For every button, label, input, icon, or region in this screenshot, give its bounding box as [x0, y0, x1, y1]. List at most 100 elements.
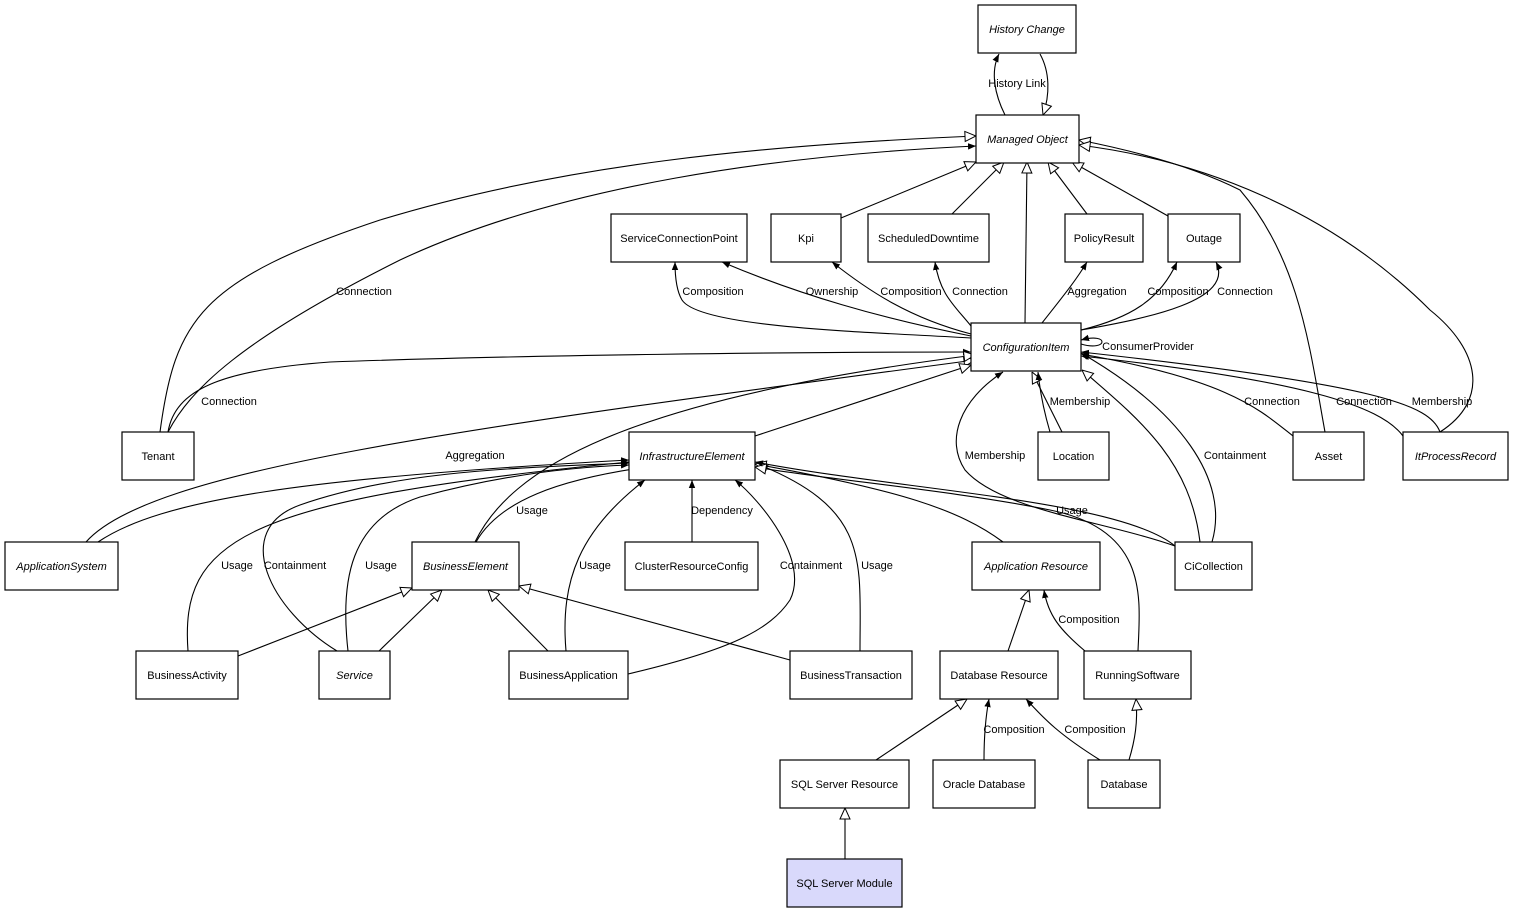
class-box[interactable] [779, 759, 910, 809]
class-node-business-application[interactable]: BusinessApplication [508, 650, 629, 700]
edge-label-membership: Membership [965, 450, 1026, 462]
class-box[interactable] [318, 650, 391, 700]
class-node-scheduled-downtime[interactable]: ScheduledDowntime [867, 213, 990, 263]
edge-label-ownership: Ownership [806, 286, 859, 298]
edge-label-usage: Usage [365, 560, 397, 572]
class-box[interactable] [1087, 759, 1161, 809]
class-node-running-software[interactable]: RunningSoftware [1083, 650, 1192, 700]
association-edge-it-process-record-to-configuration-item [1080, 353, 1404, 437]
class-node-configuration-item[interactable]: ConfigurationItem [970, 322, 1082, 372]
inheritance-edge-policy-result-to-managed-object [1048, 162, 1088, 215]
class-node-database[interactable]: Database [1087, 759, 1161, 809]
edge-label-history link: History Link [988, 78, 1046, 90]
association-edge-configuration-item-to-scheduled-downtime [933, 261, 972, 327]
class-box[interactable] [867, 213, 990, 263]
association-edge-tenant-to-configuration-item [167, 348, 972, 433]
class-box[interactable] [1037, 431, 1110, 481]
inheritance-edge-business-application-to-business-element [488, 590, 549, 652]
association-edge-business-transaction-to-infrastructure-element [759, 464, 861, 652]
inheritance-edge-database-to-running-software [1128, 699, 1137, 761]
class-node-business-transaction[interactable]: BusinessTransaction [789, 650, 913, 700]
class-node-infrastructure-element[interactable]: InfrastructureElement [628, 431, 756, 481]
class-name: History Change [989, 24, 1065, 36]
inheritance-edge-history-change-to-managed-object [1039, 53, 1048, 115]
class-name: Location [1053, 451, 1095, 463]
association-edge-asset-to-configuration-item [1080, 352, 1294, 437]
class-node-service-connection-point[interactable]: ServiceConnectionPoint [610, 213, 748, 263]
class-box[interactable] [411, 541, 520, 591]
class-node-kpi[interactable]: Kpi [770, 213, 842, 263]
class-node-location[interactable]: Location [1037, 431, 1110, 481]
class-box[interactable] [135, 650, 239, 700]
association-edge-configuration-item-to-policy-result [1041, 261, 1088, 324]
edge-label-usage: Usage [1056, 505, 1088, 517]
class-node-oracle-database[interactable]: Oracle Database [932, 759, 1036, 809]
association-edge-business-element-to-infrastructure-element [475, 466, 641, 543]
inheritance-edge-outage-to-managed-object [1072, 162, 1169, 217]
class-box[interactable] [939, 650, 1059, 700]
class-node-tenant[interactable]: Tenant [121, 431, 195, 481]
class-box[interactable] [971, 541, 1101, 591]
edge-label-containment: Containment [264, 560, 326, 572]
class-node-business-activity[interactable]: BusinessActivity [135, 650, 239, 700]
class-name: CiCollection [1184, 561, 1243, 573]
class-name: PolicyResult [1074, 233, 1135, 245]
edge-label-connection: Connection [336, 286, 392, 298]
class-box[interactable] [786, 858, 903, 908]
class-node-cluster-resource-config[interactable]: ClusterResourceConfig [624, 541, 759, 591]
inheritance-edge-business-transaction-to-business-element [519, 586, 791, 661]
class-name: BusinessElement [423, 561, 509, 573]
class-box[interactable] [121, 431, 195, 481]
class-box[interactable] [610, 213, 748, 263]
edge-label-composition: Composition [983, 724, 1044, 736]
class-box[interactable] [932, 759, 1036, 809]
class-node-ci-collection[interactable]: CiCollection [1174, 541, 1253, 591]
class-node-policy-result[interactable]: PolicyResult [1064, 213, 1144, 263]
class-node-service[interactable]: Service [318, 650, 391, 700]
class-node-application-resource[interactable]: Application Resource [971, 541, 1101, 591]
class-box[interactable] [1174, 541, 1253, 591]
class-node-application-system[interactable]: ApplicationSystem [4, 541, 119, 591]
class-name: Database Resource [950, 670, 1047, 682]
class-box[interactable] [624, 541, 759, 591]
edge-label-membership: Membership [1412, 396, 1473, 408]
class-node-managed-object[interactable]: Managed Object [975, 114, 1080, 164]
class-node-database-resource[interactable]: Database Resource [939, 650, 1059, 700]
association-edge-configuration-item-to-outage [1080, 261, 1178, 331]
association-edge-ci-collection-to-infrastructure-element [754, 460, 1176, 547]
class-node-outage[interactable]: Outage [1167, 213, 1241, 263]
class-box[interactable] [977, 4, 1077, 54]
class-box[interactable] [508, 650, 629, 700]
inheritance-edge-application-system-to-configuration-item [85, 360, 975, 543]
class-box[interactable] [770, 213, 842, 263]
class-box[interactable] [1167, 213, 1241, 263]
class-box[interactable] [975, 114, 1080, 164]
association-edge-business-activity-to-infrastructure-element [186, 459, 630, 652]
class-node-sql-server-resource[interactable]: SQL Server Resource [779, 759, 910, 809]
edge-label-aggregation: Aggregation [445, 450, 504, 462]
edge-label-connection: Connection [1217, 286, 1273, 298]
inheritance-edge-it-process-record-to-managed-object [1079, 145, 1474, 433]
class-box[interactable] [789, 650, 913, 700]
class-node-it-process-record[interactable]: ItProcessRecord [1402, 431, 1509, 481]
class-box[interactable] [1402, 431, 1509, 481]
class-box[interactable] [628, 431, 756, 481]
class-name: ClusterResourceConfig [635, 561, 749, 573]
class-box[interactable] [970, 322, 1082, 372]
class-node-asset[interactable]: Asset [1292, 431, 1365, 481]
inheritance-edge-infrastructure-element-to-configuration-item [754, 365, 971, 437]
class-node-business-element[interactable]: BusinessElement [411, 541, 520, 591]
class-name: ServiceConnectionPoint [620, 233, 737, 245]
class-node-sql-server-module[interactable]: SQL Server Module [786, 858, 903, 908]
edge-label-connection: Connection [1336, 396, 1392, 408]
association-edge-database-to-database-resource [1025, 698, 1101, 761]
class-box[interactable] [1083, 650, 1192, 700]
association-edge-configuration-item-to-service-connection-point [721, 261, 972, 337]
class-box[interactable] [1292, 431, 1365, 481]
class-node-history-change[interactable]: History Change [977, 4, 1077, 54]
edge-label-connection: Connection [952, 286, 1008, 298]
class-name: Kpi [798, 233, 814, 245]
class-name: InfrastructureElement [639, 451, 745, 463]
class-box[interactable] [1064, 213, 1144, 263]
class-box[interactable] [4, 541, 119, 591]
